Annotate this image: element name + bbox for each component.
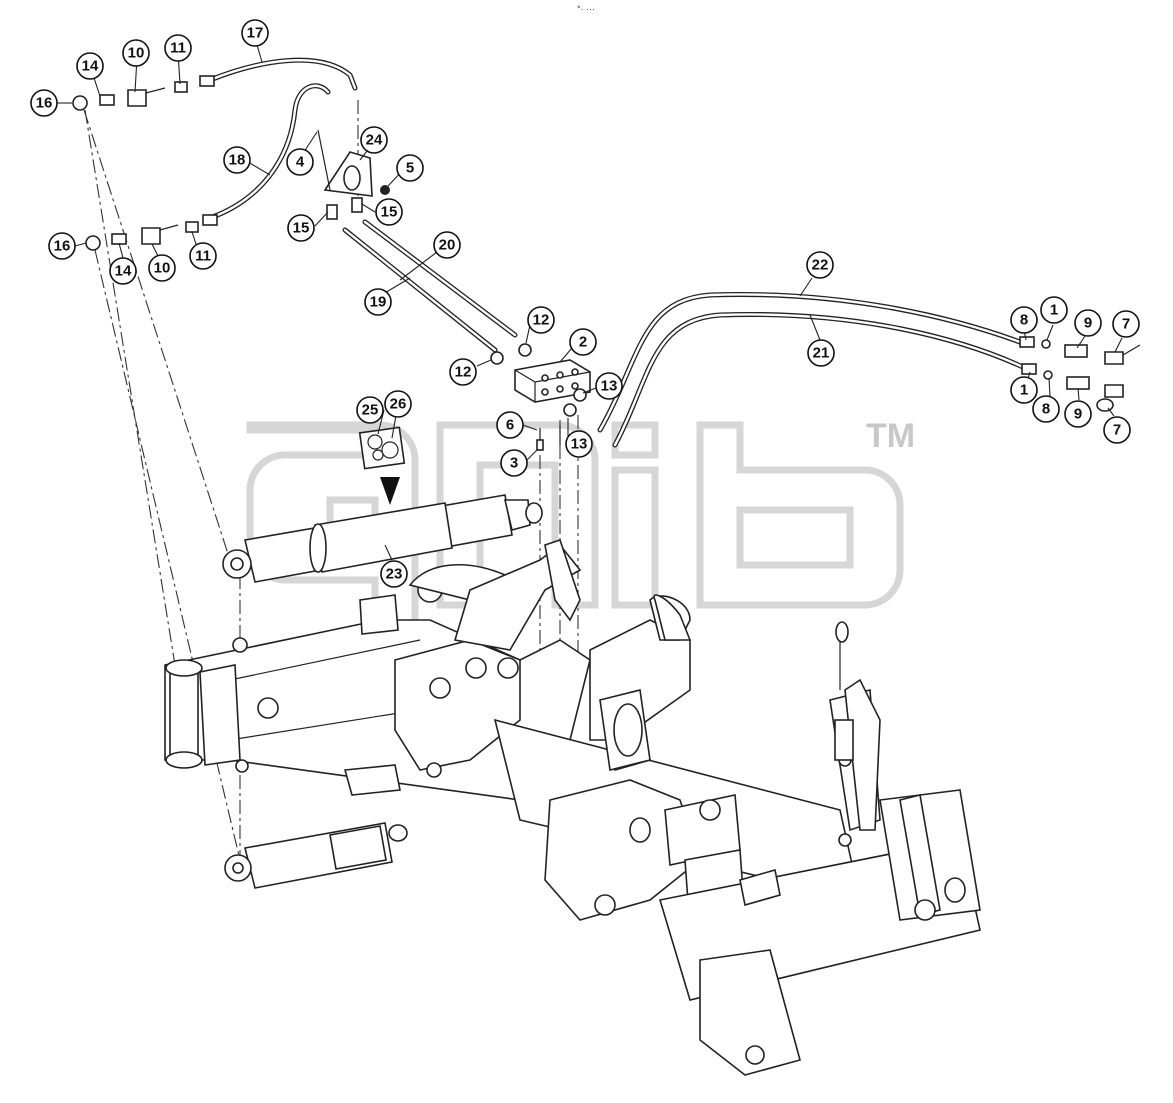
callout-13: 13: [595, 372, 623, 400]
svg-text:15: 15: [293, 220, 310, 237]
callout-19: 19: [364, 288, 392, 316]
svg-text:4: 4: [296, 154, 305, 171]
svg-text:18: 18: [229, 152, 246, 169]
callout-12: 12: [449, 358, 477, 386]
callout-5: 5: [396, 154, 424, 182]
svg-text:16: 16: [54, 238, 71, 255]
callout-10: 10: [148, 254, 176, 282]
callout-16: 16: [30, 89, 58, 117]
callout-21: 21: [807, 339, 835, 367]
hose-20: [362, 219, 518, 338]
fittings-upper-left: [72, 75, 215, 111]
svg-text:7: 7: [1122, 316, 1130, 333]
svg-text:21: 21: [813, 345, 830, 362]
callout-24: 24: [360, 126, 388, 154]
callout-14: 14: [76, 52, 104, 80]
svg-text:7: 7: [1113, 422, 1121, 439]
callout-1: 1: [1040, 296, 1068, 324]
valve-block-2: [490, 343, 591, 451]
hose-22: [597, 291, 1023, 433]
callout-6: 6: [496, 411, 524, 439]
leader-lines: [57, 37, 1123, 561]
callout-23: 23: [380, 560, 408, 588]
callout-15: 15: [287, 214, 315, 242]
seal-kit: [358, 426, 406, 505]
callout-25: 25: [356, 396, 384, 424]
callout-12: 12: [527, 306, 555, 334]
svg-text:8: 8: [1042, 401, 1050, 418]
callout-4: 4: [286, 148, 314, 176]
callout-8: 8: [1010, 306, 1038, 334]
callout-20: 20: [433, 231, 461, 259]
callout-17: 17: [241, 19, 269, 47]
svg-text:22: 22: [812, 257, 829, 274]
svg-text:2: 2: [579, 334, 587, 351]
callout-2: 2: [569, 328, 597, 356]
header-mark: °· ···: [577, 4, 595, 14]
callout-8: 8: [1032, 395, 1060, 423]
svg-text:6: 6: [506, 417, 514, 434]
callout-22: 22: [806, 251, 834, 279]
axle-frame: [164, 538, 981, 1076]
cylinder-23-upper: [222, 494, 543, 583]
callout-11: 11: [164, 34, 192, 62]
callout-16: 16: [48, 232, 76, 260]
svg-text:13: 13: [601, 378, 618, 395]
hose-17: [207, 57, 358, 91]
svg-text:17: 17: [247, 25, 264, 42]
fittings-lower-left: [85, 214, 218, 251]
hose-21: [612, 311, 1028, 448]
svg-text:24: 24: [366, 132, 383, 149]
callout-9: 9: [1064, 400, 1092, 428]
callout-18: 18: [223, 146, 251, 174]
arrow-icon: [380, 477, 400, 505]
svg-text:19: 19: [370, 294, 387, 311]
callout-11: 11: [189, 242, 217, 270]
svg-text:5: 5: [406, 160, 414, 177]
svg-text:11: 11: [195, 248, 211, 265]
svg-text:10: 10: [154, 260, 171, 277]
svg-text:16: 16: [36, 95, 53, 112]
watermark-tm: TM: [866, 417, 915, 455]
svg-text:1: 1: [1020, 382, 1028, 399]
svg-text:25: 25: [362, 402, 379, 419]
bracket-24: [317, 129, 390, 197]
callout-7: 7: [1112, 310, 1140, 338]
svg-text:26: 26: [390, 396, 407, 413]
svg-text:8: 8: [1020, 312, 1028, 329]
callout-13: 13: [565, 430, 593, 458]
callout-9: 9: [1074, 309, 1102, 337]
svg-text:9: 9: [1074, 406, 1082, 423]
callout-7: 7: [1103, 416, 1131, 444]
callout-14: 14: [109, 257, 137, 285]
callout-3: 3: [500, 449, 528, 477]
callout-26: 26: [384, 390, 412, 418]
svg-text:3: 3: [510, 455, 518, 472]
svg-text:13: 13: [571, 436, 588, 453]
cylinder-23-lower: [224, 822, 408, 889]
callout-15: 15: [375, 198, 403, 226]
fittings-15: [326, 197, 363, 220]
svg-text:12: 12: [533, 312, 550, 329]
svg-text:23: 23: [386, 566, 403, 583]
svg-text:10: 10: [128, 45, 145, 62]
svg-text:14: 14: [115, 263, 132, 280]
svg-text:1: 1: [1050, 302, 1058, 319]
svg-text:20: 20: [439, 237, 456, 254]
callout-1: 1: [1010, 376, 1038, 404]
svg-text:15: 15: [381, 204, 398, 221]
fittings-right: [1019, 336, 1141, 412]
hose-19: [342, 227, 498, 353]
svg-text:9: 9: [1084, 315, 1092, 332]
hose-18: [207, 83, 331, 221]
svg-text:11: 11: [170, 40, 186, 57]
callout-10: 10: [122, 39, 150, 67]
svg-text:14: 14: [82, 58, 99, 75]
svg-text:12: 12: [455, 364, 472, 381]
